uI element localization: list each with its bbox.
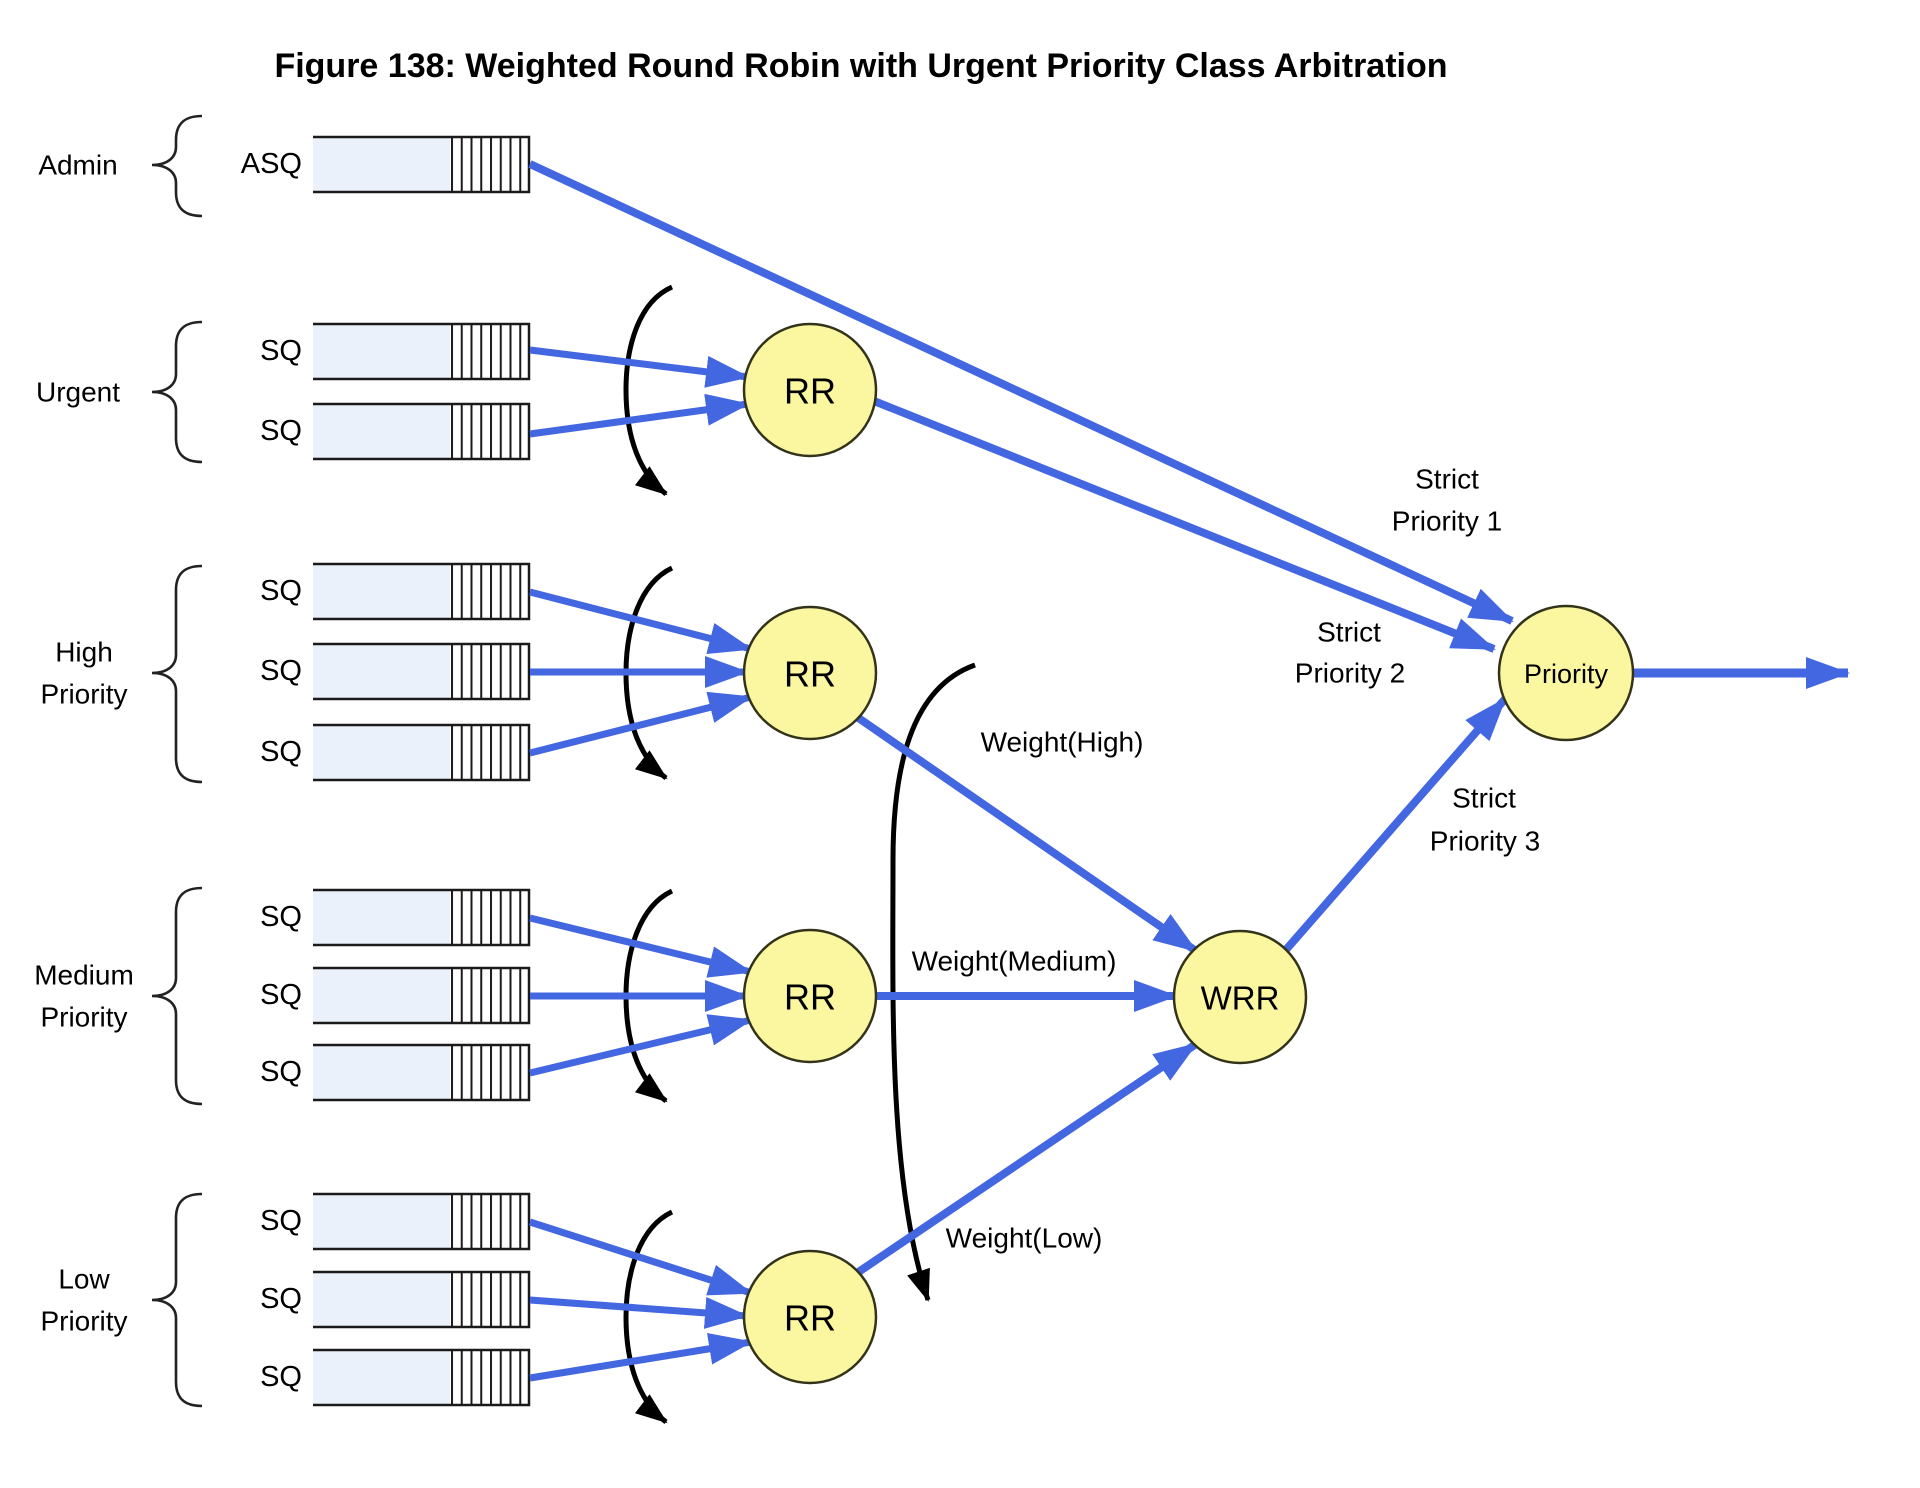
queue-label-sq: SQ [260,1056,302,1088]
queue-sq-high-1: SQ [260,562,531,621]
edge-rr-low-wrr [854,1040,1199,1277]
priority-node-label: Priority [1524,659,1609,689]
rr-node-urgent-label: RR [784,371,836,412]
queue-label-sq: SQ [260,415,302,447]
group-label-high-1: High [55,637,113,668]
rr-node-medium-label: RR [784,977,836,1018]
queue-sq-medium-2: SQ [260,966,531,1025]
edge-low-sq3-rr [529,1332,753,1382]
group-label-urgent: Urgent [36,377,120,408]
group-label-medium-1: Medium [34,960,134,991]
urgent-brace [151,320,203,464]
queue-label-sq: SQ [260,655,302,687]
wrr-node-label: WRR [1201,980,1280,1017]
edge-low-sq1-rr [528,1218,753,1297]
queue-label-sq: SQ [260,901,302,933]
queue-label-sq: SQ [260,1205,302,1237]
figure-title: Figure 138: Weighted Round Robin with Ur… [274,47,1447,85]
group-label-admin: Admin [38,150,117,181]
wrr-rotation-arc [890,662,976,1302]
group-label-medium-2: Priority [40,1002,127,1033]
queue-sq-medium-1: SQ [260,888,531,947]
wrr-node [1172,929,1308,1065]
queue-label-sq: SQ [260,979,302,1011]
weight-high-label: Weight(High) [981,727,1144,758]
queue-sq-high-3: SQ [260,723,531,782]
group-label-low-2: Priority [40,1306,127,1337]
edge-urgent-sq2-rr [529,393,750,438]
edge-high-sq1-rr [529,588,753,655]
queue-label-sq: SQ [260,575,302,607]
queue-label-asq: ASQ [241,148,302,180]
weight-low-label: Weight(Low) [946,1223,1103,1254]
admin-brace [151,114,203,218]
edge-medium-sq1-rr [529,914,753,978]
rr-node-urgent [742,322,878,458]
group-label-high-2: Priority [40,679,127,710]
edge-rr-high-wrr [854,713,1199,955]
queue-sq-high-2: SQ [260,642,531,701]
strict-priority-1-label-line1: Strict [1415,464,1479,495]
high-priority-brace [151,564,203,784]
edge-medium-sq3-rr [529,1014,753,1077]
weight-medium-label: Weight(Medium) [912,946,1117,977]
rr-node-low-label: RR [784,1298,836,1339]
queue-label-sq: SQ [260,335,302,367]
queue-sq-medium-3: SQ [260,1043,531,1102]
queue-label-sq: SQ [260,1361,302,1393]
edge-low-sq2-rr [529,1296,749,1329]
queue-sq-low-2: SQ [260,1270,531,1329]
rr-node-medium [742,928,878,1064]
group-label-low-1: Low [58,1264,110,1295]
queue-label-sq: SQ [260,736,302,768]
strict-priority-2-label-line2: Priority 2 [1295,658,1405,689]
round-robin-arc-urgent [623,284,674,496]
priority-node [1497,604,1635,742]
round-robin-arc-low [623,1209,674,1424]
rr-node-low [742,1249,878,1385]
queue-sq-low-3: SQ [260,1348,531,1407]
rr-node-high-label: RR [784,654,836,695]
queue-asq: ASQ [241,135,531,194]
strict-priority-3-label-line1: Strict [1452,783,1516,814]
queue-sq-low-1: SQ [260,1192,531,1251]
strict-priority-3-label-line2: Priority 3 [1430,826,1540,857]
medium-priority-brace [151,886,203,1106]
edge-high-sq3-rr [529,691,753,757]
rr-node-high [742,605,878,741]
queue-sq-urgent-2: SQ [260,402,531,461]
low-priority-brace [151,1192,203,1408]
queue-label-sq: SQ [260,1283,302,1315]
edge-asq-priority [528,160,1514,625]
edge-wrr-priority [1280,696,1509,955]
queue-sq-urgent-1: SQ [260,322,531,381]
edge-urgent-sq1-rr [529,346,750,388]
strict-priority-1-label-line2: Priority 1 [1392,506,1502,537]
edge-rr-urgent-priority [872,397,1496,653]
strict-priority-2-label-line1: Strict [1317,617,1381,648]
